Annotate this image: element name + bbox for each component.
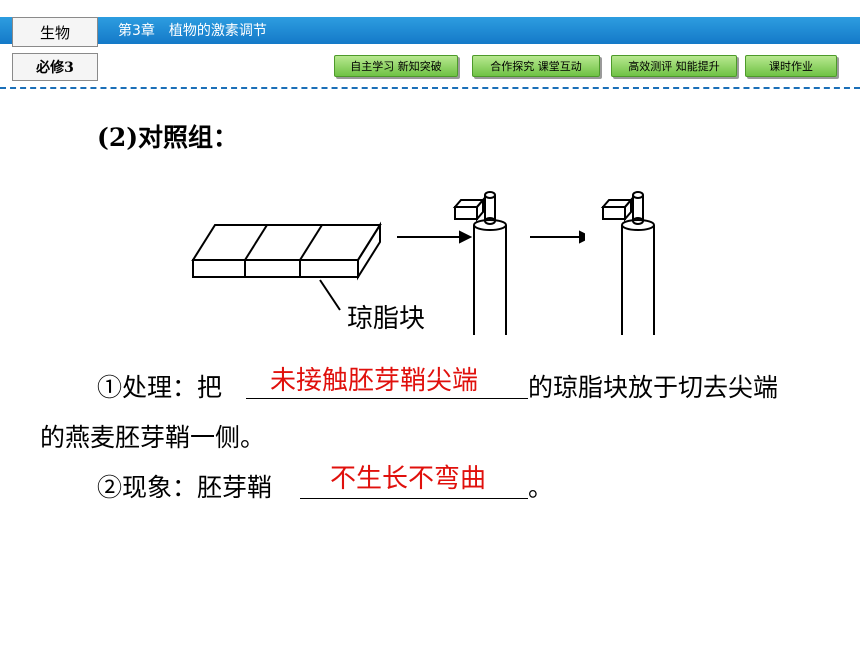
item1-prefix: ①处理：把 [97, 373, 223, 402]
section-heading: (2)对照组： [97, 123, 239, 152]
nav-assessment-button[interactable]: 高效测评 知能提升 [611, 55, 737, 77]
slide-header: 生物 必修3 第3章 植物的激素调节 自主学习 新知突破 合作探究 课堂互动 高… [0, 0, 860, 90]
nav-self-study-button[interactable]: 自主学习 新知突破 [334, 55, 458, 77]
figure-label: 琼脂块 [347, 304, 425, 334]
nav-cooperative-button[interactable]: 合作探究 课堂互动 [472, 55, 600, 77]
item2-blank [300, 498, 528, 499]
nav-homework-button[interactable]: 课时作业 [745, 55, 837, 77]
chapter-title: 第3章 植物的激素调节 [118, 23, 267, 39]
coleoptile-2 [600, 191, 655, 335]
label-leader-line [319, 279, 341, 311]
agar-top-face [191, 224, 382, 261]
item1-answer: 未接触胚芽鞘尖端 [270, 366, 479, 396]
book-label: 必修3 [12, 53, 98, 81]
experiment-diagram: 琼脂块 [191, 191, 585, 335]
agar-side-face [357, 221, 381, 281]
item1-line2: 的燕麦胚芽鞘一侧。 [40, 423, 266, 452]
item1-blank [246, 398, 528, 399]
agar-block-group [191, 221, 382, 281]
subject-label: 生物 [12, 17, 98, 47]
agar-front-face [192, 259, 359, 278]
item2-suffix: 。 [528, 473, 554, 502]
coleoptile-1 [452, 191, 507, 335]
item1-suffix: 的琼脂块放于切去尖端 [528, 373, 779, 402]
item2-prefix: ②现象：胚芽鞘 [97, 473, 273, 502]
header-band [0, 17, 860, 44]
header-divider [0, 87, 860, 89]
item2-answer: 不生长不弯曲 [330, 464, 487, 494]
